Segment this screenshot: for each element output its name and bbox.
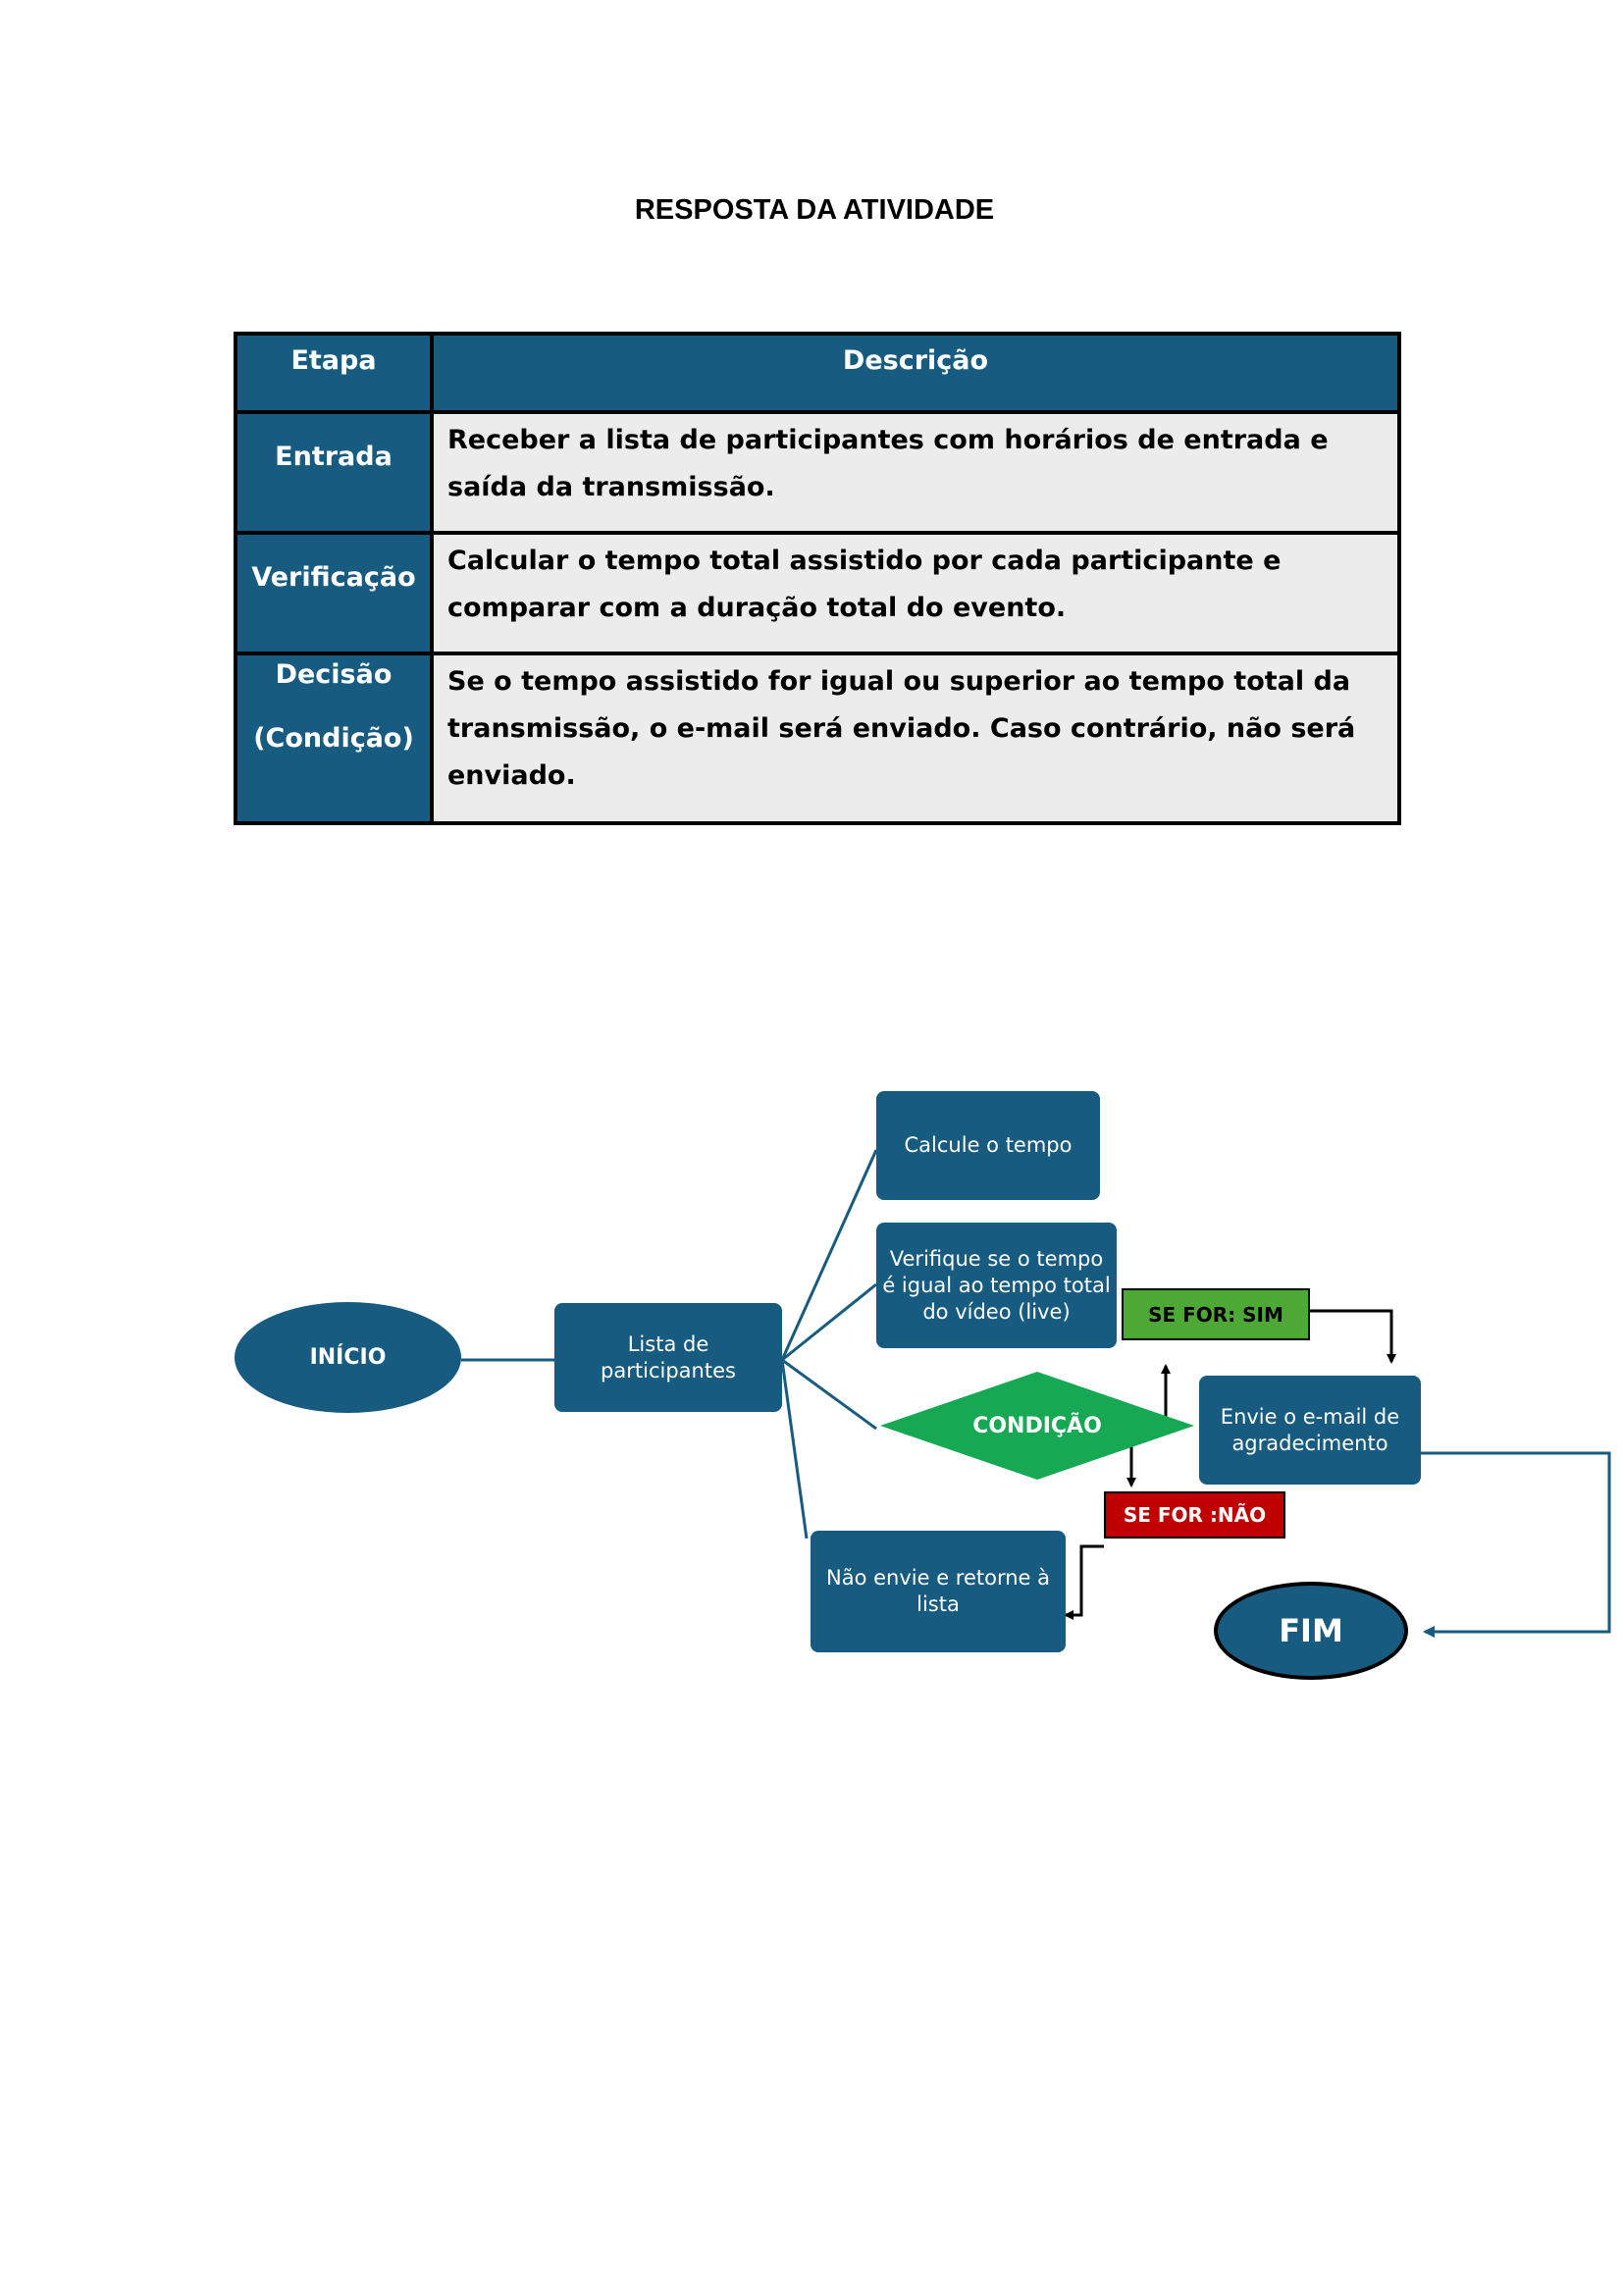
yes-badge: SE FOR: SIM [1122,1288,1310,1340]
stage-label-line1: Decisão [275,659,393,690]
table-row: Decisão (Condição) Se o tempo assistido … [234,652,1401,825]
start-node: INÍCIO [235,1302,461,1413]
no-badge: SE FOR :NÃO [1104,1491,1285,1539]
send-email-node: Envie o e-mail de agradecimento [1199,1376,1421,1485]
stage-cell: Entrada [234,410,434,535]
dont-send-node: Não envie e retorne à lista [811,1531,1066,1652]
description-cell: Se o tempo assistido for igual ou superi… [430,652,1401,825]
condition-diamond-shape [880,1372,1194,1480]
arrow-yes-to-email [1310,1309,1396,1364]
arrow-no-to-dont-send [1064,1544,1104,1620]
connector-list-condition [781,1358,877,1431]
description-cell: Receber a lista de participantes com hor… [430,410,1401,535]
description-cell: Calcular o tempo total assistido por cad… [430,531,1401,655]
page-title: RESPOSTA DA ATIVIDADE [634,194,995,226]
stage-cell: Verificação [234,531,434,655]
stage-label: Entrada [275,442,393,472]
connector-list-calculate [780,1149,878,1361]
table-header-row: Etapa Descrição [234,332,1401,414]
stage-label-line2: (Condição) [253,723,414,754]
connector-list-dont-send [780,1359,809,1539]
condition-label: CONDIÇÃO [972,1413,1102,1438]
table-row: Verificação Calcular o tempo total assis… [234,531,1401,655]
connector-list-verify [781,1282,877,1362]
header-description: Descrição [430,332,1401,414]
arrow-email-to-end [1421,1451,1611,1638]
end-node: FIM [1214,1582,1408,1680]
calculate-node: Calcule o tempo [876,1091,1100,1200]
table-row: Entrada Receber a lista de participantes… [234,410,1401,535]
stage-label: Verificação [251,562,416,593]
verify-node: Verifique se o tempo é igual ao tempo to… [876,1223,1117,1348]
stages-table: Etapa Descrição Entrada Receber a lista … [234,332,1401,825]
stage-cell: Decisão (Condição) [234,652,434,825]
header-stage: Etapa [234,332,434,414]
list-node: Lista de participantes [554,1303,782,1412]
